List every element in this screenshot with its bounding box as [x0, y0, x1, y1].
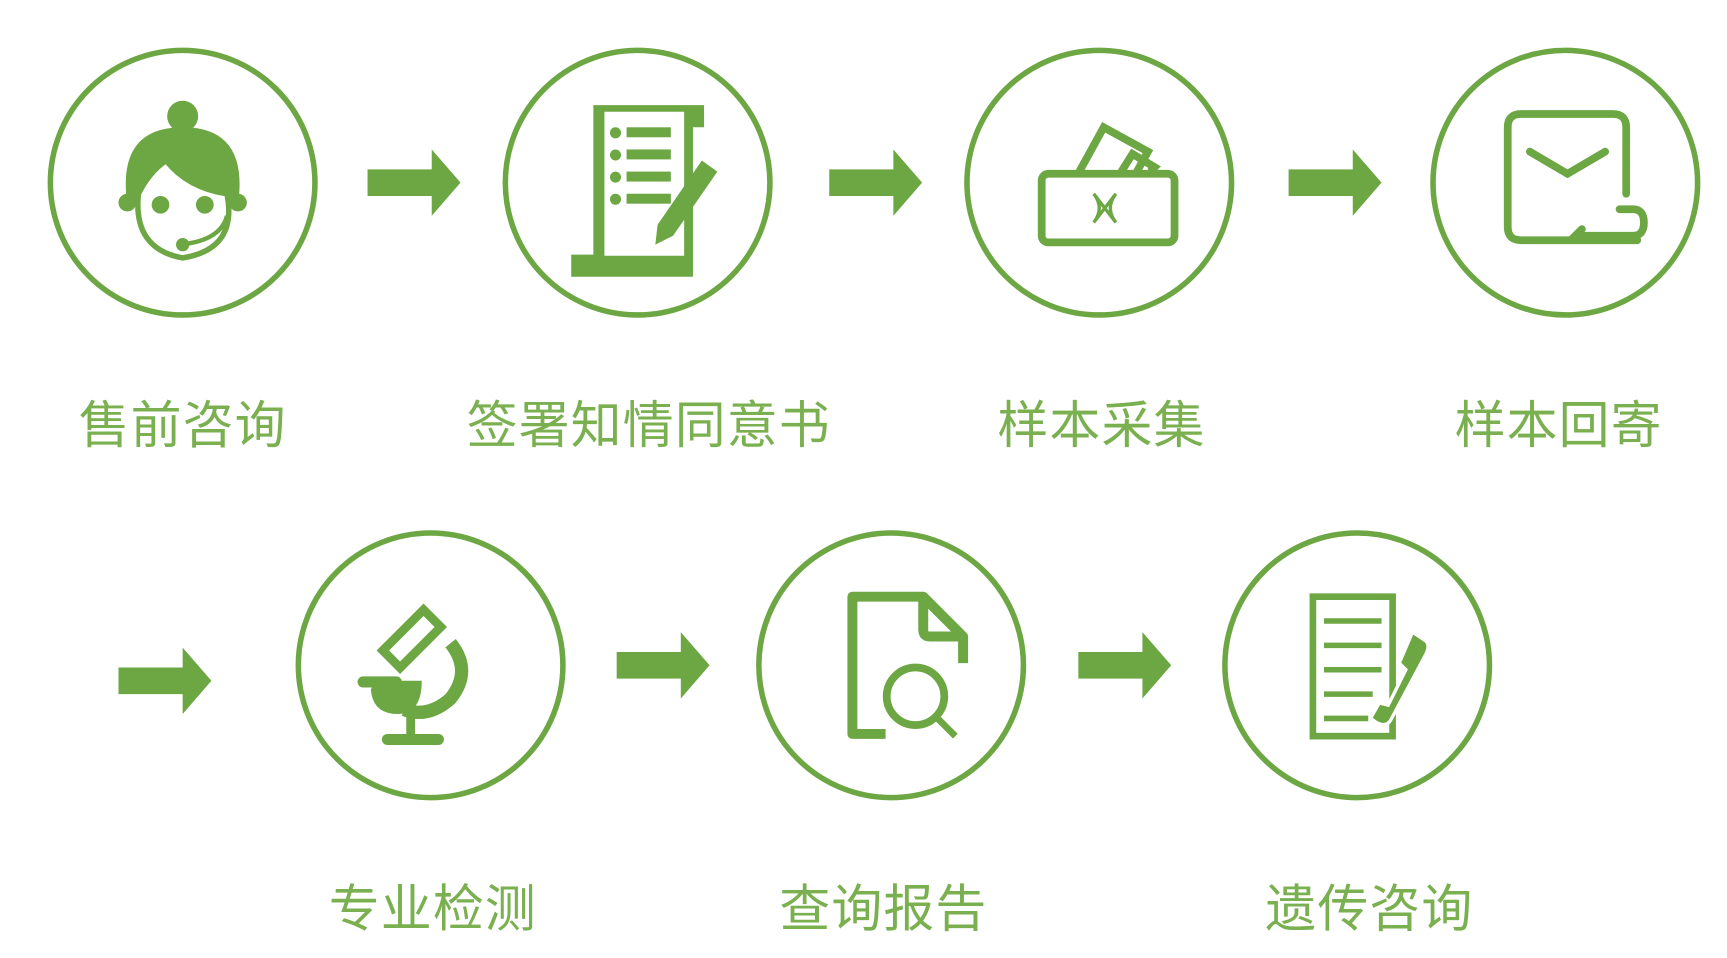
step-label: 签署知情同意书 — [466, 395, 831, 455]
arrow-right-icon — [1289, 149, 1382, 215]
arrow-right-icon — [829, 149, 922, 215]
return-mail-icon — [1503, 110, 1648, 245]
report-search-icon — [847, 591, 969, 739]
step-label: 样本采集 — [997, 395, 1206, 455]
arrow-right-icon — [1078, 632, 1171, 698]
step-testing — [295, 530, 566, 801]
sample-kit-icon — [1037, 122, 1179, 247]
step-consent — [502, 47, 773, 318]
step-customer-service — [47, 47, 318, 318]
step-label: 售前咨询 — [78, 395, 287, 455]
phone-consultation-icon — [1309, 593, 1430, 740]
arrow-right-icon — [118, 648, 211, 714]
step-sample-collection — [964, 47, 1235, 318]
customer-service-icon — [118, 100, 247, 261]
step-label: 样本回寄 — [1454, 395, 1663, 455]
arrow-right-icon — [368, 149, 461, 215]
step-report — [756, 530, 1027, 801]
step-label: 查询报告 — [779, 878, 988, 939]
arrow-right-icon — [617, 632, 710, 698]
step-sample-return — [1430, 47, 1701, 318]
step-genetic-counseling — [1222, 530, 1493, 801]
consent-document-icon — [571, 105, 718, 277]
step-label: 遗传咨询 — [1265, 878, 1474, 939]
step-label: 专业检测 — [328, 878, 537, 939]
microscope-icon — [357, 603, 469, 746]
